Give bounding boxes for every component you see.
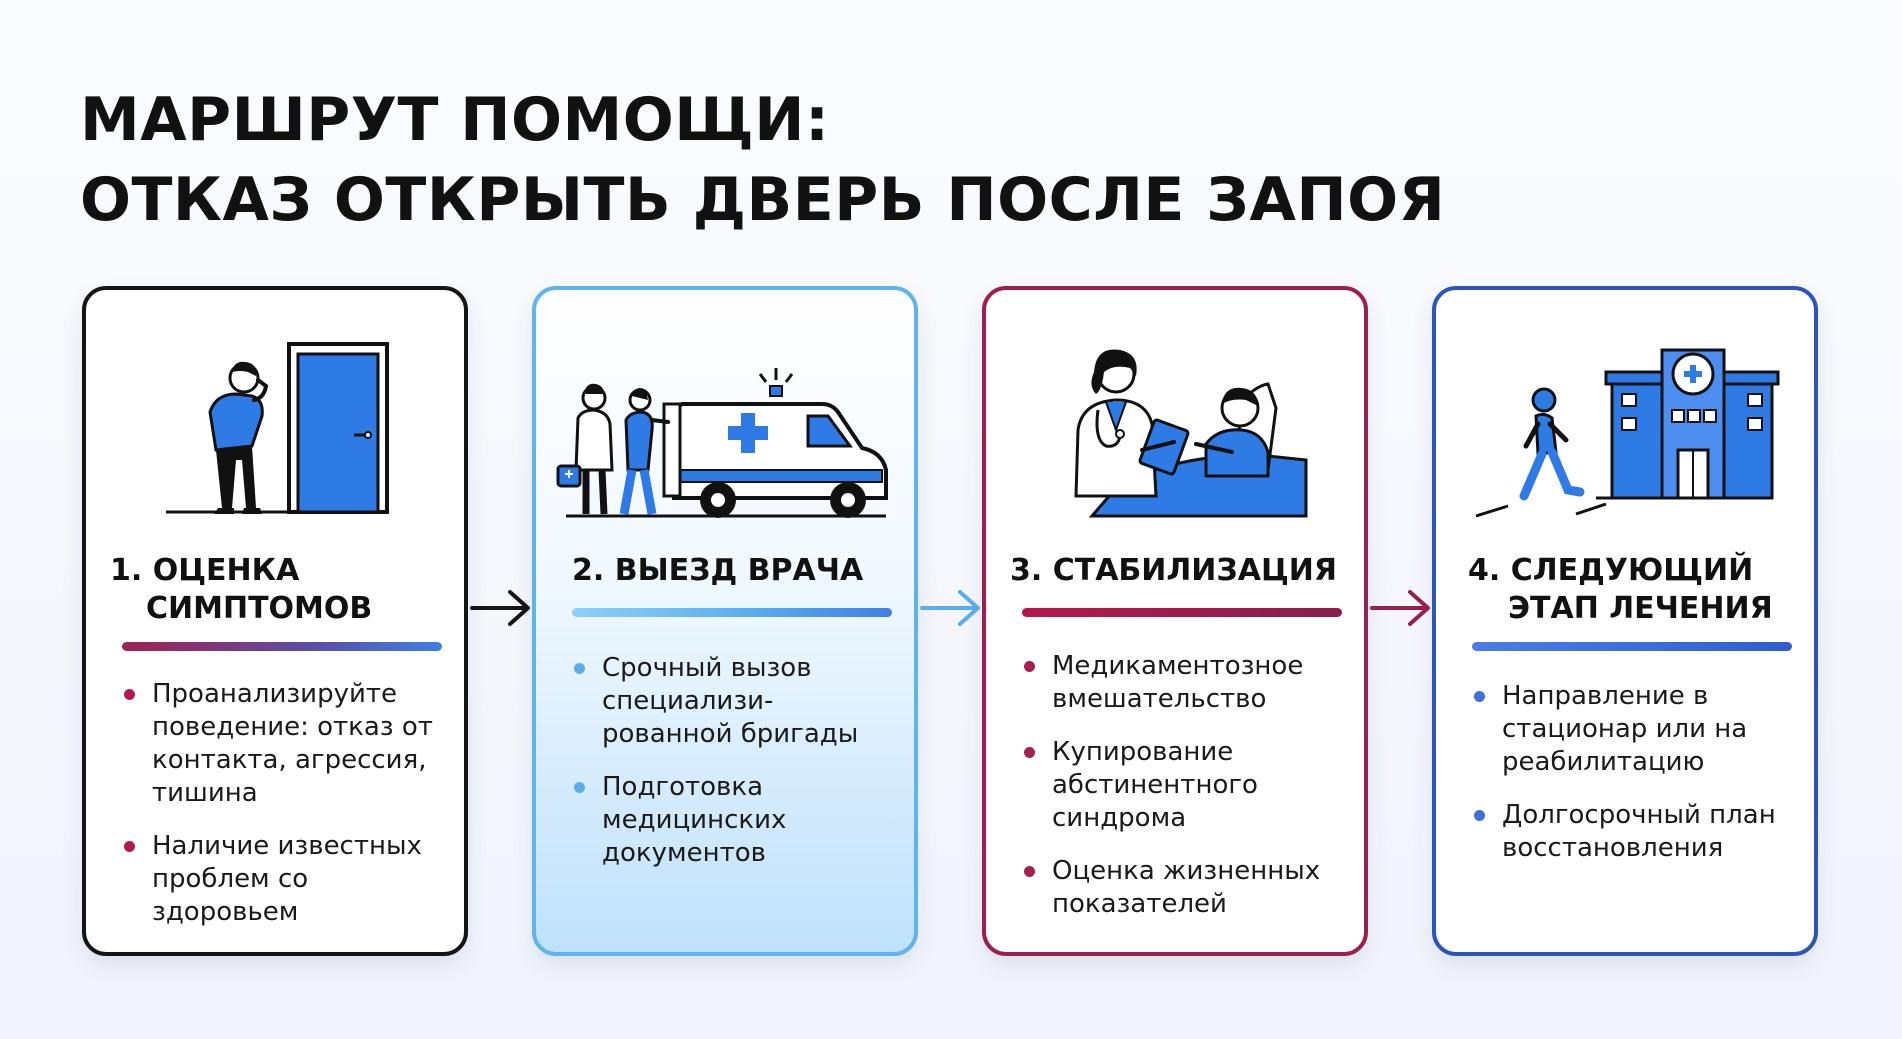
bullet-dot (124, 841, 135, 852)
list-item: Подготовка медицинских документов (572, 771, 902, 870)
page-title: МАРШРУТ ПОМОЩИ: ОТКАЗ ОТКРЫТЬ ДВЕРЬ ПОСЛ… (80, 80, 1445, 240)
list-item-text: Купирование абстинентного синдрома (1052, 737, 1258, 833)
step-card-stabilization: 3. СТАБИЛИЗАЦИЯ Медикаментозное вмешател… (982, 286, 1368, 956)
step-title: 1. ОЦЕНКА СИМПТОМОВ (110, 552, 446, 628)
step-title: 2. ВЫЕЗД ВРАЧА (572, 552, 896, 590)
list-item: Срочный вызов специализи- рованной брига… (572, 652, 902, 751)
bullet-list: Срочный вызов специализи- рованной брига… (572, 652, 902, 890)
title-underline (1472, 642, 1792, 651)
bullet-dot (1474, 691, 1485, 702)
list-item-text: Медикаментозное вмешательство (1052, 651, 1304, 714)
title-underline (122, 642, 442, 651)
list-item: Направление в стационар или на реабилита… (1472, 680, 1802, 779)
list-item: Проанализируйте поведение: отказ от конт… (122, 678, 452, 810)
list-item: Оценка жизненных показателей (1022, 855, 1352, 921)
person-at-door-icon (106, 320, 446, 530)
page-title-line1: МАРШРУТ ПОМОЩИ: (80, 85, 830, 155)
title-underline (1022, 608, 1342, 617)
step-title-line1: 4. СЛЕДУЮЩИЙ (1468, 553, 1754, 588)
step-title: 4. СЛЕДУЮЩИЙ ЭТАП ЛЕЧЕНИЯ (1468, 552, 1796, 628)
bullet-list: Направление в стационар или на реабилита… (1472, 680, 1802, 885)
step-card-next-stage: 4. СЛЕДУЮЩИЙ ЭТАП ЛЕЧЕНИЯ Направление в … (1432, 286, 1818, 956)
step-title-line1: 3. СТАБИЛИЗАЦИЯ (1010, 553, 1337, 588)
page-title-line2: ОТКАЗ ОТКРЫТЬ ДВЕРЬ ПОСЛЕ ЗАПОЯ (80, 165, 1446, 235)
list-item-text: Подготовка медицинских документов (602, 772, 787, 868)
list-item: Наличие известных проблем со здоровьем (122, 830, 452, 929)
list-item-text: Срочный вызов специализи- рованной брига… (602, 653, 859, 749)
bullet-dot (574, 663, 585, 674)
bullet-dot (574, 782, 585, 793)
bullet-dot (1024, 747, 1035, 758)
list-item-text: Направление в стационар или на реабилита… (1502, 681, 1748, 777)
list-item: Купирование абстинентного синдрома (1022, 736, 1352, 835)
list-item-text: Проанализируйте поведение: отказ от конт… (152, 679, 433, 808)
ambulance-with-medics-icon (556, 320, 896, 530)
list-item-text: Оценка жизненных показателей (1052, 856, 1321, 919)
step-title: 3. СТАБИЛИЗАЦИЯ (1010, 552, 1346, 590)
bullet-list: Медикаментозное вмешательство Купировани… (1022, 650, 1352, 941)
list-item: Долгосрочный план восстановления (1472, 799, 1802, 865)
step-title-line2: ЭТАП ЛЕЧЕНИЯ (1508, 591, 1773, 626)
arrow-right-icon (470, 584, 534, 632)
list-item: Медикаментозное вмешательство (1022, 650, 1352, 716)
title-underline (572, 608, 892, 617)
bullet-dot (124, 689, 135, 700)
doctor-with-patient-icon (1006, 320, 1346, 530)
list-item-text: Наличие известных проблем со здоровьем (152, 831, 422, 927)
bullet-dot (1024, 661, 1035, 672)
step-title-line1: 2. ВЫЕЗД ВРАЧА (572, 553, 864, 588)
bullet-dot (1474, 810, 1485, 821)
list-item-text: Долгосрочный план восстановления (1502, 800, 1776, 863)
bullet-list: Проанализируйте поведение: отказ от конт… (122, 678, 452, 949)
arrow-right-icon (920, 584, 984, 632)
hospital-building-icon (1456, 320, 1796, 530)
bullet-dot (1024, 866, 1035, 877)
step-title-line2: СИМПТОМОВ (146, 591, 373, 626)
step-card-assessment: 1. ОЦЕНКА СИМПТОМОВ Проанализируйте пове… (82, 286, 468, 956)
arrow-right-icon (1370, 584, 1434, 632)
step-card-doctor-visit: 2. ВЫЕЗД ВРАЧА Срочный вызов специализи-… (532, 286, 918, 956)
step-title-line1: 1. ОЦЕНКА (110, 553, 300, 588)
